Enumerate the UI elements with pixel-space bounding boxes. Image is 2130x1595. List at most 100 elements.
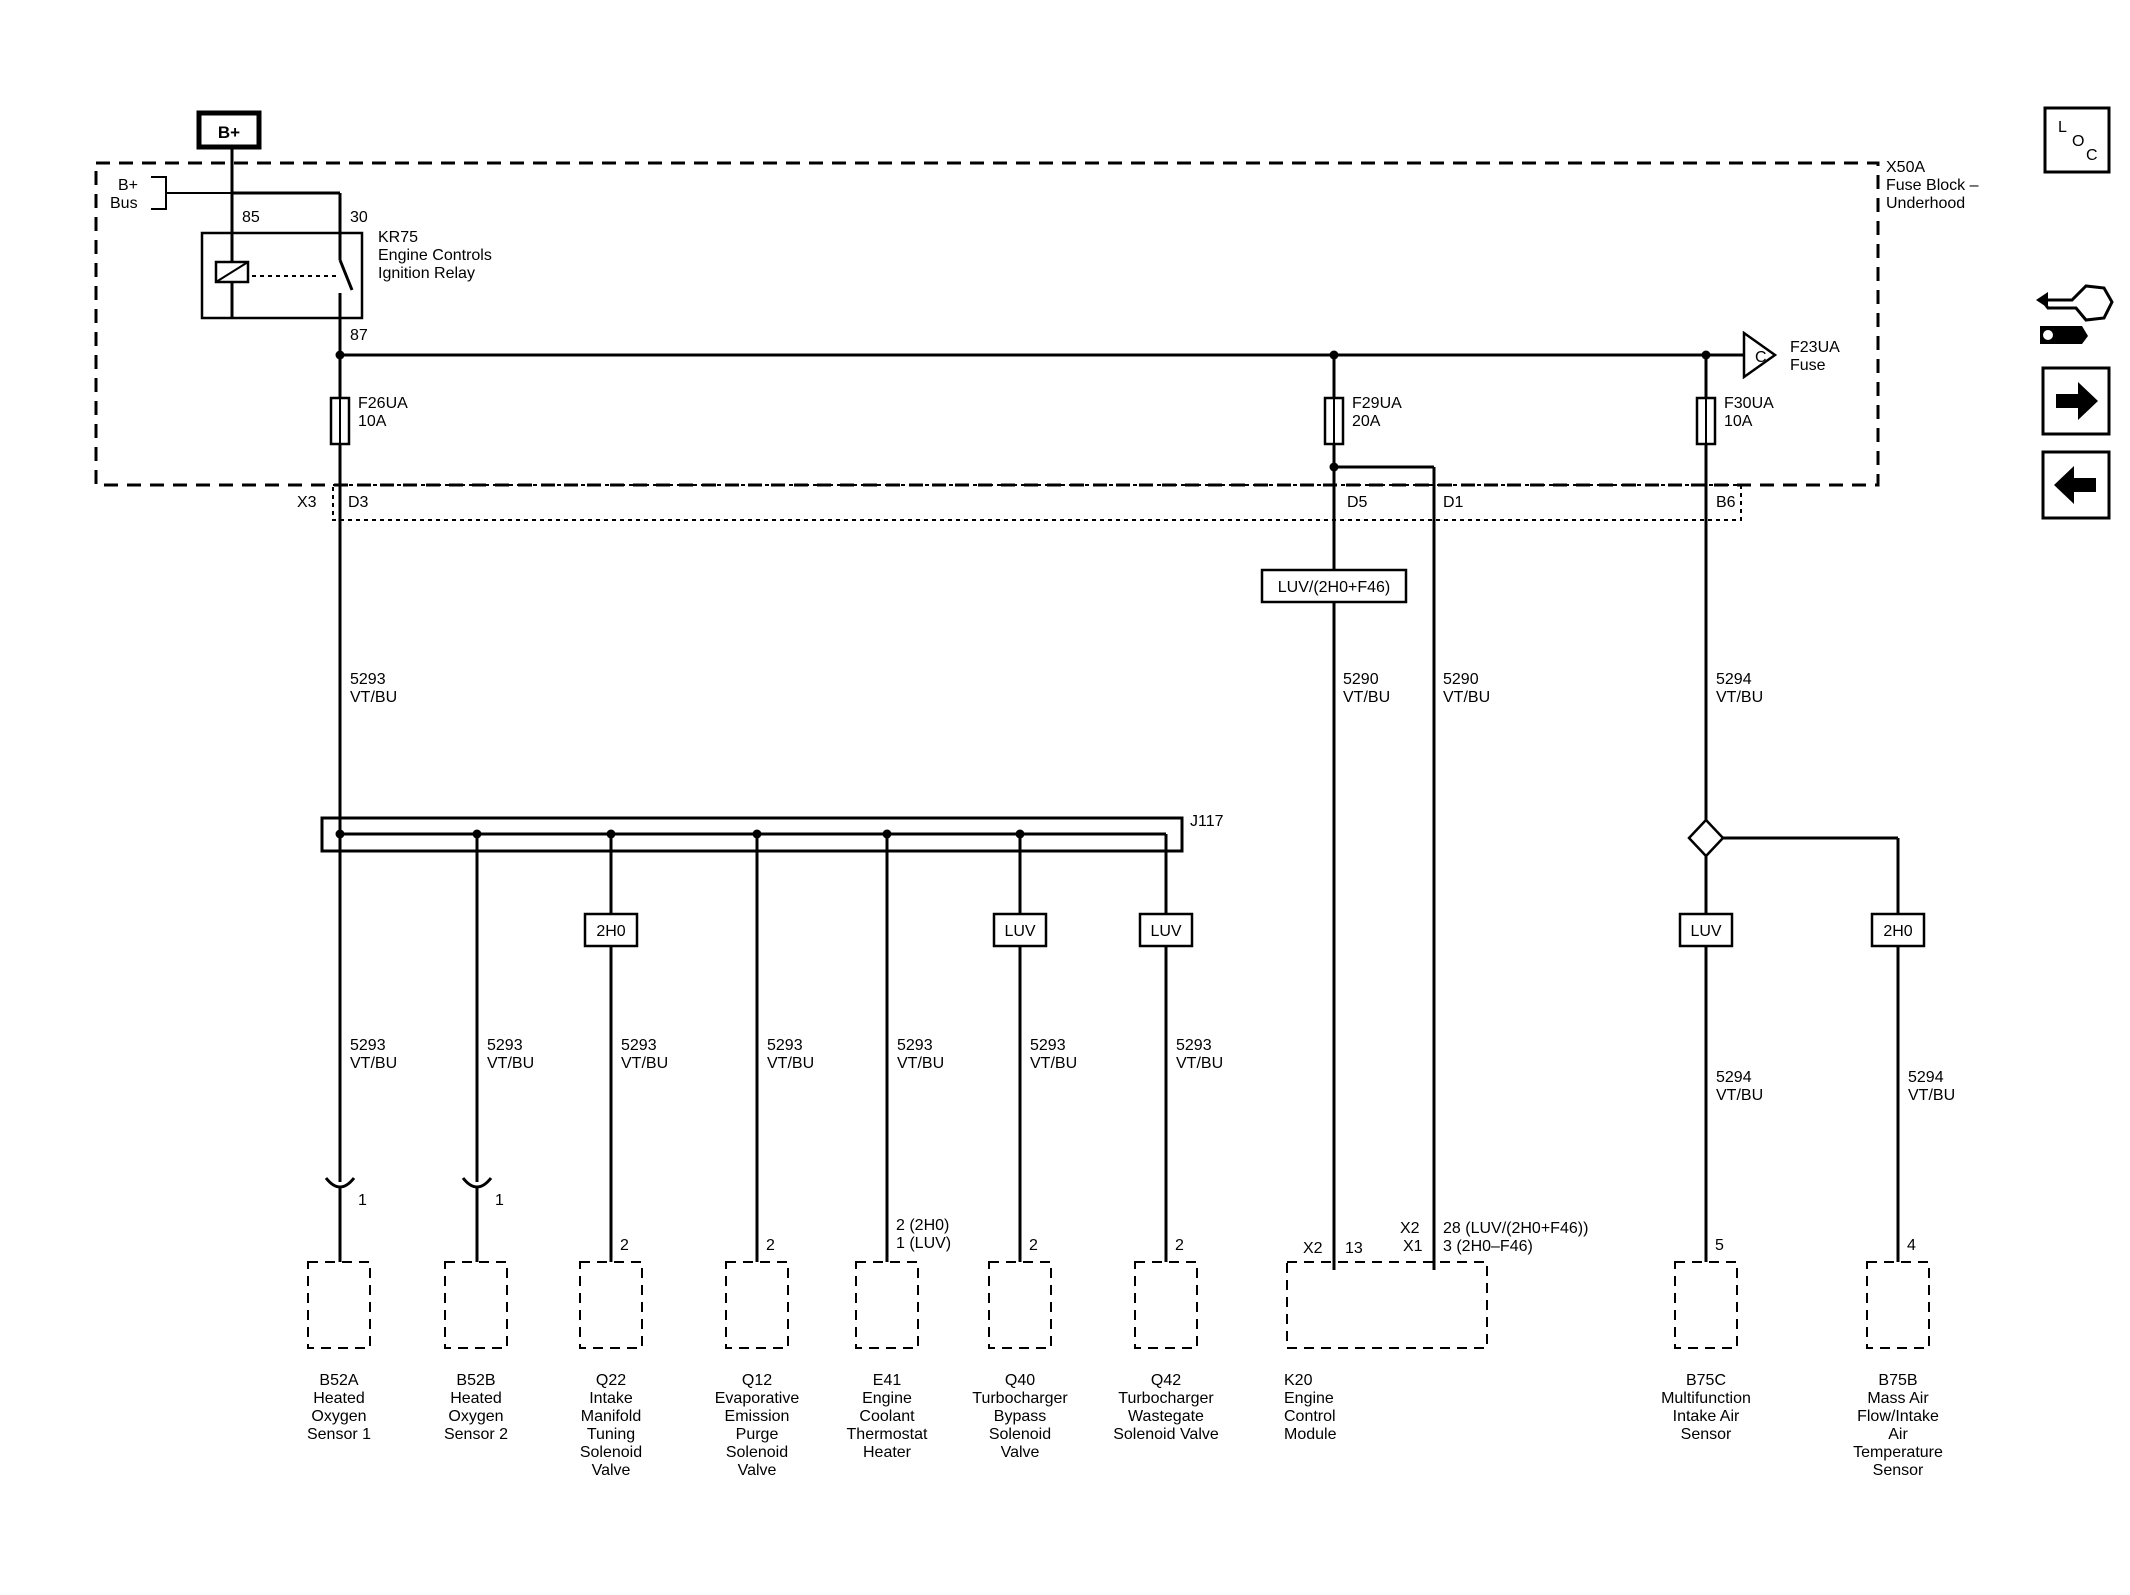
connector-view-icon[interactable] xyxy=(2036,284,2114,344)
ecm-x1: X1 xyxy=(1403,1238,1423,1255)
component-q12-name-3: Purge xyxy=(736,1426,779,1443)
b-plus-label: B+ xyxy=(218,123,240,142)
bus-label-2: Bus xyxy=(110,195,138,212)
ecm-name-2: Control xyxy=(1284,1408,1336,1425)
component-q42-name-3: Solenoid Valve xyxy=(1113,1426,1219,1443)
wire-5290-color-a: VT/BU xyxy=(1343,689,1390,706)
f26-rating: 10A xyxy=(358,413,387,430)
relay-kr75: 85 30 87 KR75 Engine Controls Ignition R… xyxy=(200,191,492,355)
wire-label-b52a-circuit: 5293 xyxy=(350,1037,386,1054)
e41-pin-a: 2 (2H0) xyxy=(896,1217,949,1234)
q22-pin: 2 xyxy=(620,1237,629,1254)
splice-j117: J117 xyxy=(320,813,1224,853)
f23-letter: C xyxy=(1755,349,1767,366)
ecm-id: K20 xyxy=(1284,1372,1313,1389)
loc-button[interactable]: L O C xyxy=(2043,106,2111,174)
component-q12-name-4: Solenoid xyxy=(726,1444,788,1461)
option-luv-q42: LUV xyxy=(1138,912,1194,948)
wire-label-q22-color: VT/BU xyxy=(621,1055,668,1072)
b52a-pin: 1 xyxy=(358,1192,367,1209)
wire-label-q12-circuit: 5293 xyxy=(767,1037,803,1054)
loc-letter-o: O xyxy=(2072,133,2084,150)
splice-diamond xyxy=(1687,818,1900,1262)
inline-connector-b52b: 1 xyxy=(461,1177,504,1262)
component-b52b-name-3: Sensor 2 xyxy=(444,1426,508,1443)
component-q42-box xyxy=(1134,1261,1198,1349)
pin-d1: D1 xyxy=(1443,494,1464,511)
component-e41-name-2: Coolant xyxy=(859,1408,915,1425)
option-luv-2h0-f46-text: LUV/(2H0+F46) xyxy=(1278,579,1391,596)
component-q40-box xyxy=(988,1261,1052,1349)
e41-pin-b: 1 (LUV) xyxy=(896,1235,951,1252)
component-q42-id: Q42 xyxy=(1151,1372,1181,1389)
option-luv-2h0-f46: LUV/(2H0+F46) xyxy=(1260,568,1408,604)
component-b75b-id: B75B xyxy=(1878,1372,1917,1389)
wire-5290-color-b: VT/BU xyxy=(1443,689,1490,706)
component-b52a-name-2: Oxygen xyxy=(311,1408,366,1425)
option-2h0-b75b: 2H0 xyxy=(1870,912,1926,948)
relay-pin-85: 85 xyxy=(242,209,260,226)
option-2h0-b75b-text: 2H0 xyxy=(1883,923,1912,940)
option-luv-b75c: LUV xyxy=(1678,912,1734,948)
component-b52b-label: B52B Heated Oxygen Sensor 2 xyxy=(444,1372,508,1443)
power-source-b-plus: B+ xyxy=(196,110,262,150)
f30-pin: B6 xyxy=(1716,494,1736,511)
component-e41-id: E41 xyxy=(873,1372,902,1389)
fuse-block-name-1: Fuse Block – xyxy=(1886,177,1979,194)
component-b75b-name-3: Air xyxy=(1888,1426,1908,1443)
branch-wire-labels: 5293 VT/BU 5293 VT/BU 5293 VT/BU 5293 VT… xyxy=(350,1037,1223,1072)
wire-5293-color-main: VT/BU xyxy=(350,689,397,706)
option-2h0-q22-text: 2H0 xyxy=(596,923,625,940)
relay-name-1: Engine Controls xyxy=(378,247,492,264)
previous-page-button[interactable] xyxy=(2041,450,2111,520)
f30-id: F30UA xyxy=(1724,395,1774,412)
option-luv-q40-text: LUV xyxy=(1004,923,1035,940)
arrow-right-icon xyxy=(2056,382,2098,420)
component-q22-name-2: Manifold xyxy=(581,1408,641,1425)
next-page-button[interactable] xyxy=(2041,366,2111,436)
wire-5290-circuit-b: 5290 xyxy=(1443,671,1479,688)
wire-5290-circuit-a: 5290 xyxy=(1343,671,1379,688)
fuse-block-name-2: Underhood xyxy=(1886,195,1965,212)
wire-label-q42-color: VT/BU xyxy=(1176,1055,1223,1072)
component-b52b-name-2: Oxygen xyxy=(448,1408,503,1425)
f29-id: F29UA xyxy=(1352,395,1402,412)
wire-label-q40-color: VT/BU xyxy=(1030,1055,1077,1072)
component-b75b-name-5: Sensor xyxy=(1873,1462,1924,1479)
ecm-name-3: Module xyxy=(1284,1426,1337,1443)
ecm-pin-3: 3 (2H0–F46) xyxy=(1443,1238,1533,1255)
wire-5294-circuit-main: 5294 xyxy=(1716,671,1752,688)
relay-pin-87: 87 xyxy=(350,327,368,344)
component-q42-label: Q42 Turbocharger Wastegate Solenoid Valv… xyxy=(1113,1372,1219,1443)
option-luv-q40: LUV xyxy=(992,912,1048,948)
ecm-x2-b: X2 xyxy=(1400,1220,1420,1237)
fuse-f29ua: F29UA 20A D5 D1 xyxy=(1323,355,1464,1270)
q42-pin: 2 xyxy=(1175,1237,1184,1254)
ecm-name-1: Engine xyxy=(1284,1390,1334,1407)
component-e41-name-4: Heater xyxy=(863,1444,912,1461)
wire-5294-color-main: VT/BU xyxy=(1716,689,1763,706)
wire-label-b75c-circuit: 5294 xyxy=(1716,1069,1752,1086)
component-q42-name-2: Wastegate xyxy=(1128,1408,1204,1425)
loc-letter-l: L xyxy=(2058,119,2067,136)
component-b52b-id: B52B xyxy=(456,1372,495,1389)
ecm-pin-13: 13 xyxy=(1345,1240,1363,1257)
wire-label-q12-color: VT/BU xyxy=(767,1055,814,1072)
component-b52a-box xyxy=(307,1261,371,1349)
ecm-x2-a: X2 xyxy=(1303,1240,1323,1257)
component-b75b-label: B75B Mass Air Flow/Intake Air Temperatur… xyxy=(1853,1372,1943,1479)
inline-connector-b52a: 1 xyxy=(324,1177,367,1262)
fuse-f26ua: F26UA 10A D3 xyxy=(329,355,408,1182)
f29-rating: 20A xyxy=(1352,413,1381,430)
fuse-f23ua: C F23UA Fuse xyxy=(1742,330,1840,380)
component-b75b-box xyxy=(1866,1261,1930,1349)
component-b75b-name-4: Temperature xyxy=(1853,1444,1943,1461)
component-q12-label: Q12 Evaporative Emission Purge Solenoid … xyxy=(715,1372,800,1479)
component-e41-box xyxy=(855,1261,919,1349)
fuse-f30ua: F30UA 10A B6 xyxy=(1695,355,1774,820)
b-plus-bus: B+ Bus xyxy=(110,176,232,212)
component-b75c-name-3: Sensor xyxy=(1681,1426,1732,1443)
component-q40-id: Q40 xyxy=(1005,1372,1035,1389)
component-q12-id: Q12 xyxy=(742,1372,772,1389)
component-b75c-name-2: Intake Air xyxy=(1673,1408,1740,1425)
